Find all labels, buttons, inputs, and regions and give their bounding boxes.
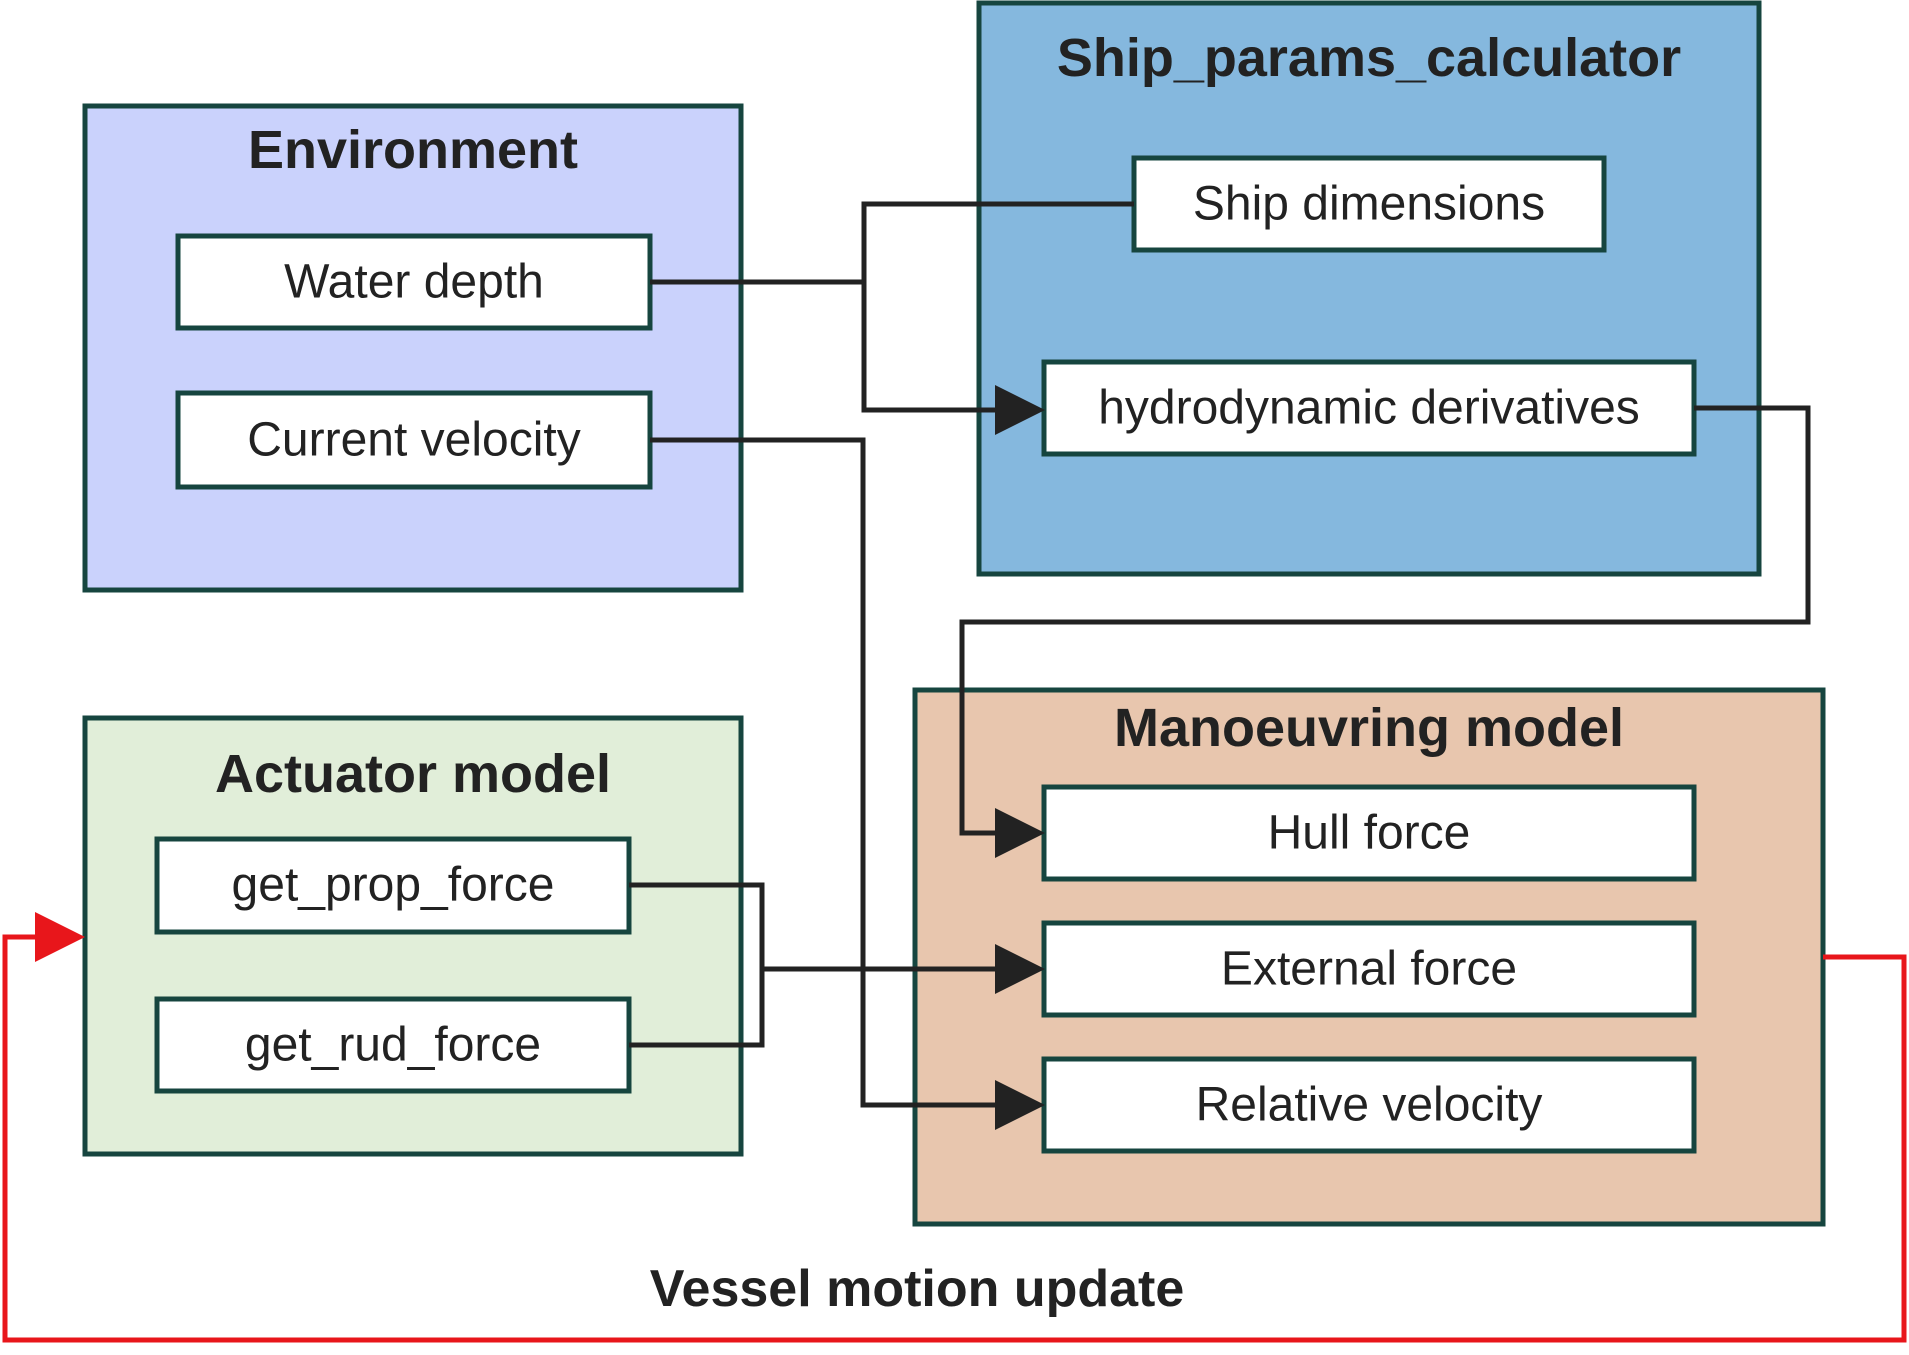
current-velocity-box	[175, 390, 653, 490]
ship-dimensions-node: Ship dimensions	[1131, 155, 1607, 253]
relative-velocity-node: Relative velocity	[1041, 1056, 1697, 1154]
vessel-motion-feedback-arrow	[2, 912, 1907, 1343]
connector-ship-dimensions-to-hydro	[861, 201, 1134, 282]
environment-title: Environment	[248, 120, 578, 180]
current-velocity-label: Current velocity	[247, 414, 580, 467]
hydrodynamic-derivatives-box	[1041, 359, 1697, 457]
get-rud-force-label: get_rud_force	[245, 1019, 541, 1072]
connector-water-depth-to-hydro	[650, 279, 1045, 435]
manoeuvring-group: Manoeuvring model Hull force External fo…	[912, 687, 1826, 1227]
ship-params-group: Ship_params_calculator Ship dimensions h…	[976, 0, 1762, 577]
get-prop-force-box	[154, 836, 632, 935]
ship-params-title: Ship_params_calculator	[1057, 28, 1681, 88]
feedback-loop: Vessel motion update	[2, 912, 1907, 1343]
ship-dimensions-box	[1131, 155, 1607, 253]
external-force-box	[1041, 920, 1697, 1018]
actuator-title: Actuator model	[215, 744, 611, 804]
relative-velocity-label: Relative velocity	[1196, 1079, 1543, 1132]
connectors	[629, 201, 1811, 1130]
water-depth-box	[175, 233, 653, 331]
connector-prop-force	[629, 882, 765, 1048]
relative-velocity-box	[1041, 1056, 1697, 1154]
current-velocity-node: Current velocity	[175, 390, 653, 490]
get-prop-force-node: get_prop_force	[154, 836, 632, 935]
water-depth-label: Water depth	[284, 256, 544, 309]
ship-dimensions-label: Ship dimensions	[1193, 178, 1545, 231]
hydrodynamic-derivatives-node: hydrodynamic derivatives	[1041, 359, 1697, 457]
manoeuvring-title: Manoeuvring model	[1114, 698, 1624, 758]
environment-group: Environment Water depth Current velocity	[82, 103, 744, 593]
water-depth-node: Water depth	[175, 233, 653, 331]
get-rud-force-node: get_rud_force	[154, 996, 632, 1094]
environment-box	[82, 103, 744, 593]
connector-hydro-to-hull-force	[959, 405, 1811, 858]
external-force-label: External force	[1221, 943, 1517, 996]
ship-params-box	[976, 0, 1762, 577]
connector-current-velocity-to-relative-velocity	[650, 437, 1045, 1130]
hydrodynamic-derivatives-label: hydrodynamic derivatives	[1098, 382, 1640, 435]
get-rud-force-box	[154, 996, 632, 1094]
hull-force-node: Hull force	[1041, 784, 1697, 882]
actuator-group: Actuator model get_prop_force get_rud_fo…	[82, 715, 744, 1157]
external-force-node: External force	[1041, 920, 1697, 1018]
get-prop-force-label: get_prop_force	[232, 859, 555, 912]
vessel-motion-update-label: Vessel motion update	[650, 1260, 1185, 1318]
hull-force-label: Hull force	[1268, 807, 1471, 860]
